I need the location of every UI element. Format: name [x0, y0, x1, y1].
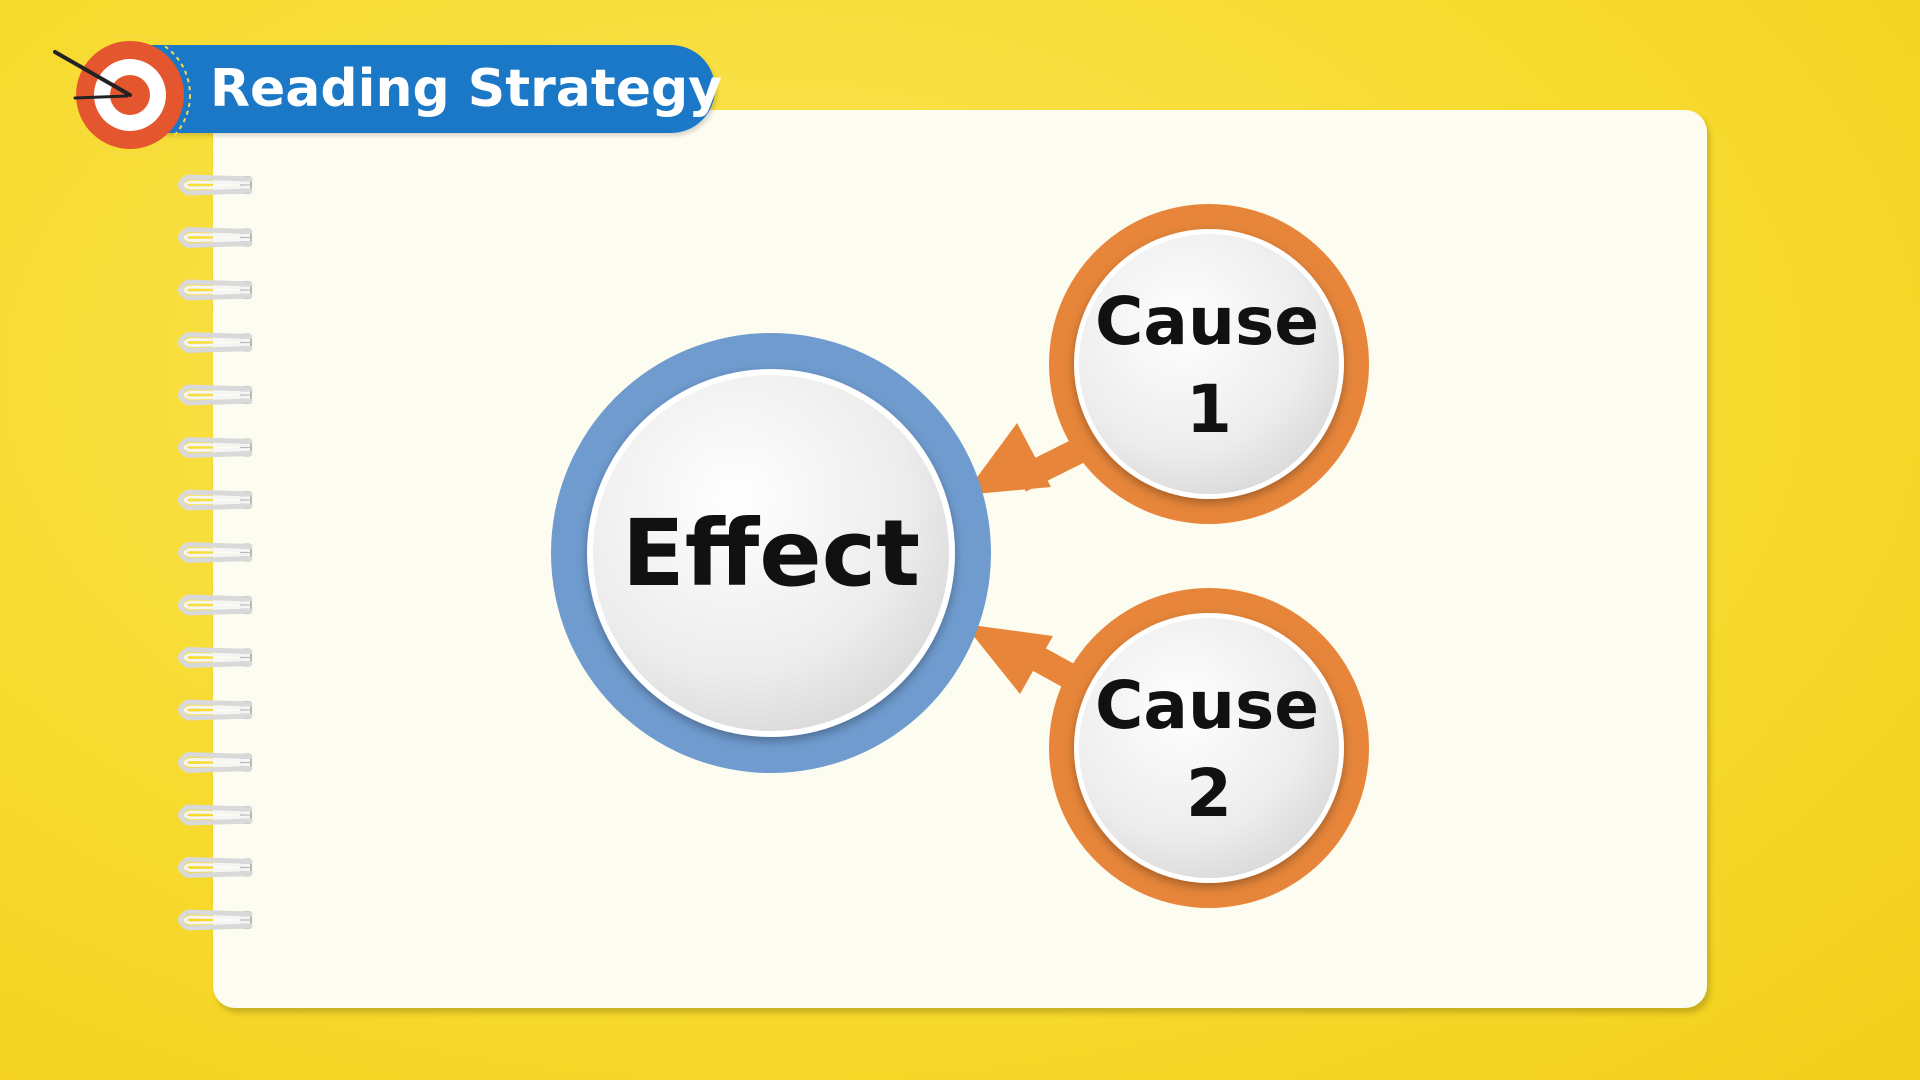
effect-node: Effect	[551, 333, 991, 773]
spiral-ring	[178, 436, 253, 459]
spiral-ring	[178, 699, 253, 721]
cause-1-node: Cause 1	[1049, 204, 1369, 524]
spiral-ring	[178, 489, 253, 511]
spiral-ring	[178, 856, 253, 879]
spiral-ring	[178, 646, 253, 669]
header-banner	[150, 45, 715, 133]
spiral-ring	[178, 909, 253, 931]
spiral-ring	[178, 541, 253, 564]
cause-1-label-line2: 1	[1186, 371, 1232, 448]
cause-2-label-line2: 2	[1186, 755, 1232, 832]
target-arrow-icon	[53, 34, 191, 156]
cause-1-label-line1: Cause	[1095, 283, 1319, 360]
spiral-ring	[178, 384, 253, 406]
spiral-ring	[178, 804, 253, 826]
spiral-ring	[178, 594, 253, 616]
spiral-ring	[178, 331, 253, 354]
cause-2-label-line1: Cause	[1095, 667, 1319, 744]
spiral-ring	[178, 226, 253, 249]
page-title: Reading Strategy	[210, 59, 723, 119]
spiral-binding	[178, 174, 253, 931]
spiral-ring	[178, 751, 253, 774]
spiral-ring	[178, 279, 253, 301]
effect-label: Effect	[622, 500, 920, 607]
spiral-ring	[178, 174, 253, 196]
cause-2-node: Cause 2	[1049, 588, 1369, 908]
